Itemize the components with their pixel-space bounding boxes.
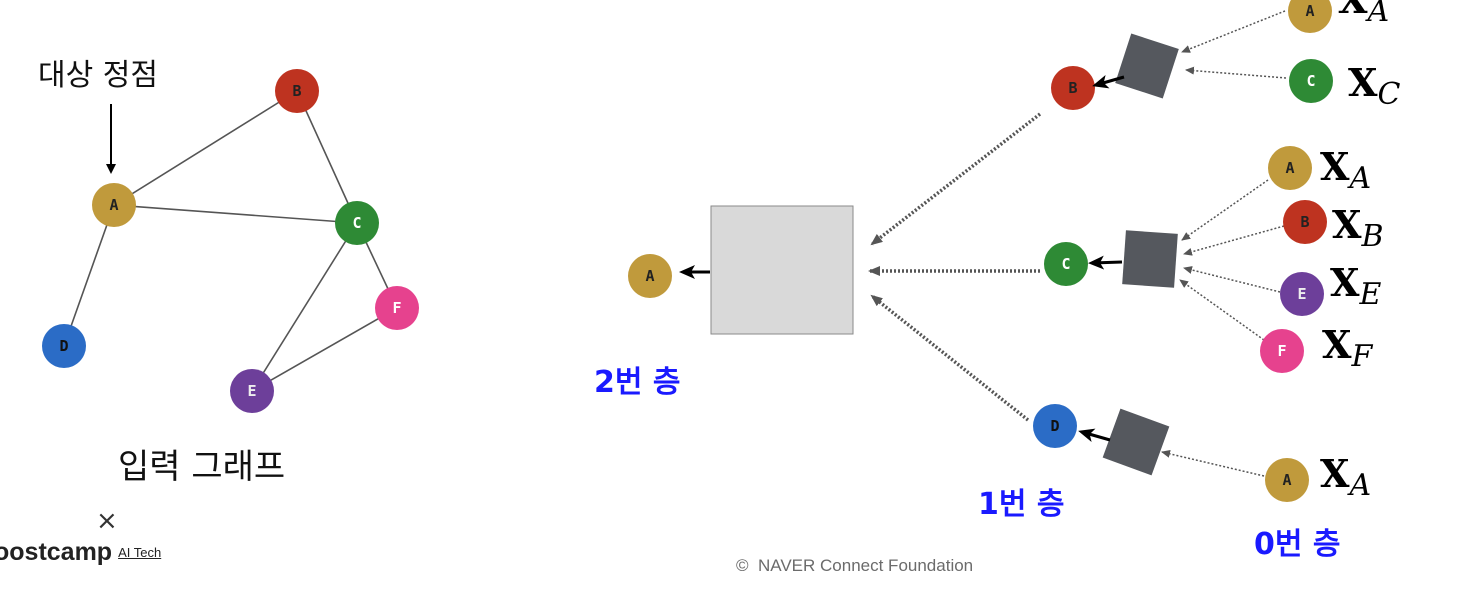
logo-main-text: oostcamp — [0, 538, 113, 566]
node-circle — [628, 254, 672, 298]
edge-A-C — [113, 204, 358, 224]
node-circle — [1283, 200, 1327, 244]
feature-label: XA — [1320, 451, 1371, 503]
dotted-D-to-agg2 — [870, 294, 1030, 422]
leaf-F-mid: F XF — [1260, 322, 1373, 374]
dotted-E-to-aggC — [1183, 266, 1281, 293]
input-graph-caption: 입력 그래프 — [118, 447, 285, 487]
node-circle — [375, 286, 419, 330]
node-label: A — [1305, 2, 1314, 20]
node-label: E — [247, 382, 256, 400]
layer0-label: 0번 층 — [1254, 527, 1341, 562]
copyright-symbol: © — [736, 556, 749, 575]
target-label: 대상 정점 — [38, 58, 158, 93]
dotted-A-to-aggB — [1181, 10, 1286, 53]
edge-A-B — [113, 90, 298, 206]
edge-B-C — [296, 90, 358, 224]
aggregator-B — [1115, 33, 1179, 99]
dotted-B-to-agg2 — [870, 112, 1042, 246]
node-circle — [42, 324, 86, 368]
leaf-A-bottom: A XA — [1265, 451, 1371, 503]
dotted-A-to-aggD — [1161, 449, 1265, 477]
layer1-node-C: C — [1044, 242, 1088, 286]
layer1-label: 1번 층 — [978, 487, 1065, 522]
graph-node-D: D — [42, 324, 86, 368]
dotted-B-to-aggC — [1183, 225, 1285, 256]
aggregator-D — [1102, 408, 1170, 476]
node-label: B — [1068, 79, 1077, 97]
edge-A-D — [63, 204, 115, 347]
graph-node-B: B — [275, 69, 319, 113]
node-label: B — [1300, 213, 1309, 231]
feature-label: XA — [1338, 0, 1389, 29]
leaf-E-mid: E XE — [1280, 260, 1381, 316]
input-graph: 대상 정점 A B C D E F 입력 그래프 — [38, 58, 419, 487]
leaf-A-top: A XA — [1288, 0, 1389, 33]
node-circle — [1044, 242, 1088, 286]
node-circle — [1051, 66, 1095, 110]
layer1-node-B: B — [1051, 66, 1095, 110]
feature-label: XF — [1322, 322, 1373, 374]
arrow-aggD-to-D — [1078, 428, 1111, 443]
copyright-text: NAVER Connect Foundation — [757, 556, 974, 575]
feature-label: XA — [1320, 144, 1371, 196]
node-label: E — [1297, 285, 1306, 303]
leaf-B-mid: B XB — [1283, 200, 1384, 254]
aggregator-C — [1122, 230, 1178, 288]
feature-label: XB — [1332, 202, 1384, 254]
node-circle — [335, 201, 379, 245]
dotted-F-to-aggC — [1179, 279, 1265, 341]
layer2-label: 2번 층 — [594, 365, 681, 400]
node-circle — [92, 183, 136, 227]
dotted-C-to-aggB — [1185, 66, 1287, 79]
computation-graph: A 2번 층 B C D 1 — [594, 0, 1400, 562]
arrow-aggC-to-C — [1088, 255, 1123, 270]
node-circle — [1280, 272, 1324, 316]
aggregator-layer2 — [710, 205, 854, 335]
node-label: A — [645, 267, 654, 285]
node-label: A — [109, 196, 118, 214]
graph-node-A: A — [92, 183, 136, 227]
graph-node-E: E — [230, 369, 274, 413]
leaf-A-mid: A XA — [1268, 144, 1371, 196]
cross-mark: × — [96, 506, 118, 536]
boostcamp-logo: oostcamp AI Tech — [0, 538, 161, 567]
layer1-node-D: D — [1033, 404, 1077, 448]
node-circle — [275, 69, 319, 113]
graph-node-F: F — [375, 286, 419, 330]
node-label: C — [1306, 72, 1315, 90]
edge-C-E — [251, 222, 358, 392]
node-label: D — [59, 337, 68, 355]
feature-label: XE — [1330, 260, 1381, 312]
leaf-C-top: C XC — [1289, 59, 1400, 112]
logo-sub-text: AI Tech — [118, 545, 162, 560]
node-label: F — [392, 299, 401, 317]
copyright-footer: © NAVER Connect Foundation — [736, 556, 973, 576]
node-circle — [1268, 146, 1312, 190]
node-label: C — [1061, 255, 1070, 273]
dotted-A-to-aggC — [1181, 179, 1269, 241]
node-label: C — [352, 214, 361, 232]
node-circle — [1265, 458, 1309, 502]
node-circle — [1260, 329, 1304, 373]
graph-node-C: C — [335, 201, 379, 245]
arrow-aggB-to-B — [1092, 74, 1125, 89]
root-node-A: A — [628, 254, 672, 298]
node-circle — [1288, 0, 1332, 33]
node-circle — [230, 369, 274, 413]
node-label: B — [292, 82, 301, 100]
node-label: A — [1282, 471, 1291, 489]
node-circle — [1033, 404, 1077, 448]
node-label: D — [1050, 417, 1059, 435]
feature-label: XC — [1348, 60, 1400, 112]
node-label: A — [1285, 159, 1294, 177]
node-label: F — [1277, 342, 1286, 360]
node-circle — [1289, 59, 1333, 103]
edge-E-F — [251, 307, 398, 392]
